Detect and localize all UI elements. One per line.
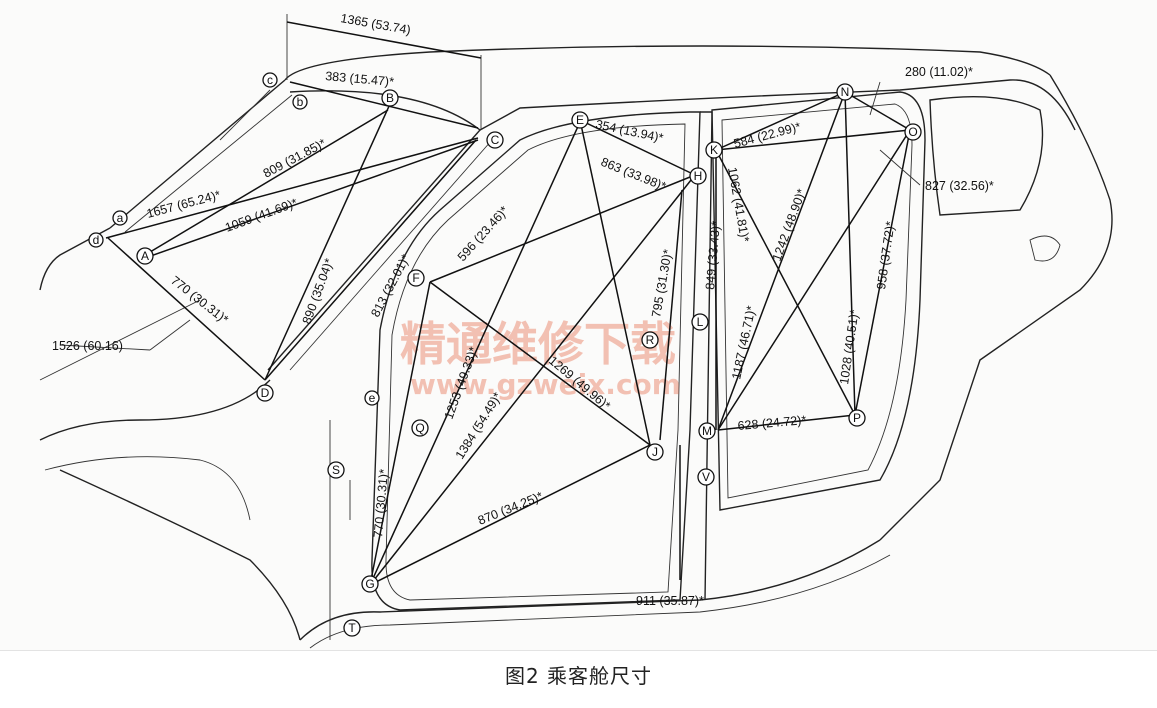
svg-text:T: T — [348, 621, 356, 635]
point-T: T — [343, 619, 361, 637]
passenger-compartment-diagram: 精通维修下载 www.gzweix.com — [39, 11, 1113, 649]
svg-text:S: S — [332, 463, 340, 477]
dim-280: 280 (11.02)* — [905, 65, 973, 79]
point-Q: Q — [411, 419, 429, 437]
dim-849: 849 (33.43)* — [703, 220, 723, 290]
point-V: V — [697, 468, 715, 486]
point-C: C — [486, 131, 504, 149]
svg-text:M: M — [702, 424, 712, 438]
svg-text:K: K — [710, 143, 718, 157]
svg-text:R: R — [646, 333, 655, 347]
point-B: B — [381, 89, 399, 107]
point-b: b — [292, 94, 308, 110]
figure-caption: 图2 乘客舱尺寸 — [504, 664, 653, 688]
svg-text:d: d — [93, 233, 100, 247]
svg-text:N: N — [841, 85, 850, 99]
dimension-labels: 1365 (53.74) 383 (15.47)* 1657 (65.24)* … — [52, 11, 994, 608]
svg-text:e: e — [369, 391, 376, 405]
dim-827: 827 (32.56)* — [925, 179, 994, 193]
point-D: D — [256, 384, 274, 402]
svg-text:P: P — [853, 411, 861, 425]
measurement-lines — [59, 14, 921, 586]
point-J: J — [646, 443, 664, 461]
svg-text:E: E — [576, 113, 584, 127]
dim-628: 628 (24.72)* — [737, 413, 807, 433]
svg-text:B: B — [386, 91, 394, 105]
dim-809: 809 (31.85)* — [261, 136, 328, 181]
dim-863: 863 (33.98)* — [599, 155, 668, 194]
dim-354: 354 (13.94)* — [594, 117, 664, 145]
point-R: R — [641, 331, 659, 349]
dim-911: 911 (35.87)* — [636, 594, 704, 608]
dim-770-b: 770 (30.31)* — [371, 468, 391, 538]
svg-text:G: G — [365, 577, 374, 591]
dim-584: 584 (22.99)* — [732, 120, 802, 151]
dim-1062: 1062 (41.81)* — [725, 166, 752, 243]
svg-text:a: a — [117, 211, 124, 225]
dim-1028: 1028 (40.51)* — [837, 308, 861, 385]
svg-text:c: c — [267, 73, 273, 87]
point-H: H — [689, 167, 707, 185]
point-F: F — [407, 269, 425, 287]
svg-text:J: J — [652, 445, 658, 459]
point-S: S — [327, 461, 345, 479]
svg-text:A: A — [141, 249, 149, 263]
reference-points: A B C D E F G H J K L M N O P Q R S T V … — [88, 72, 922, 637]
point-A: A — [136, 247, 154, 265]
point-P: P — [848, 409, 866, 427]
point-M: M — [698, 422, 716, 440]
dim-1526: 1526 (60.16) — [52, 339, 123, 353]
svg-text:L: L — [697, 315, 704, 329]
svg-text:H: H — [694, 169, 703, 183]
svg-text:D: D — [261, 386, 270, 400]
point-K: K — [705, 141, 723, 159]
dim-813: 813 (32.01)* — [368, 252, 413, 319]
point-O: O — [904, 123, 922, 141]
watermark: 精通维修下载 www.gzweix.com — [400, 317, 681, 401]
svg-text:O: O — [908, 125, 917, 139]
dim-958: 958 (37.72)* — [874, 220, 897, 290]
dim-383: 383 (15.47)* — [325, 69, 395, 89]
point-G: G — [361, 575, 379, 593]
point-E: E — [571, 111, 589, 129]
svg-text:V: V — [702, 470, 710, 484]
svg-text:b: b — [297, 95, 304, 109]
point-N: N — [836, 83, 854, 101]
point-e: e — [364, 390, 380, 406]
dim-596: 596 (23.46)* — [455, 203, 512, 264]
svg-text:Q: Q — [415, 421, 424, 435]
caption-divider — [0, 650, 1157, 651]
point-a: a — [112, 210, 128, 226]
point-d: d — [88, 232, 104, 248]
dim-1242: 1242 (48.90)* — [770, 187, 809, 263]
svg-text:C: C — [491, 133, 500, 147]
svg-text:F: F — [412, 271, 419, 285]
dim-1187: 1187 (46.71)* — [729, 304, 758, 380]
point-c: c — [262, 72, 278, 88]
car-body-side-view: 精通维修下载 www.gzweix.com — [39, 11, 1113, 649]
dim-870: 870 (34.25)* — [476, 489, 545, 528]
point-L: L — [691, 313, 709, 331]
